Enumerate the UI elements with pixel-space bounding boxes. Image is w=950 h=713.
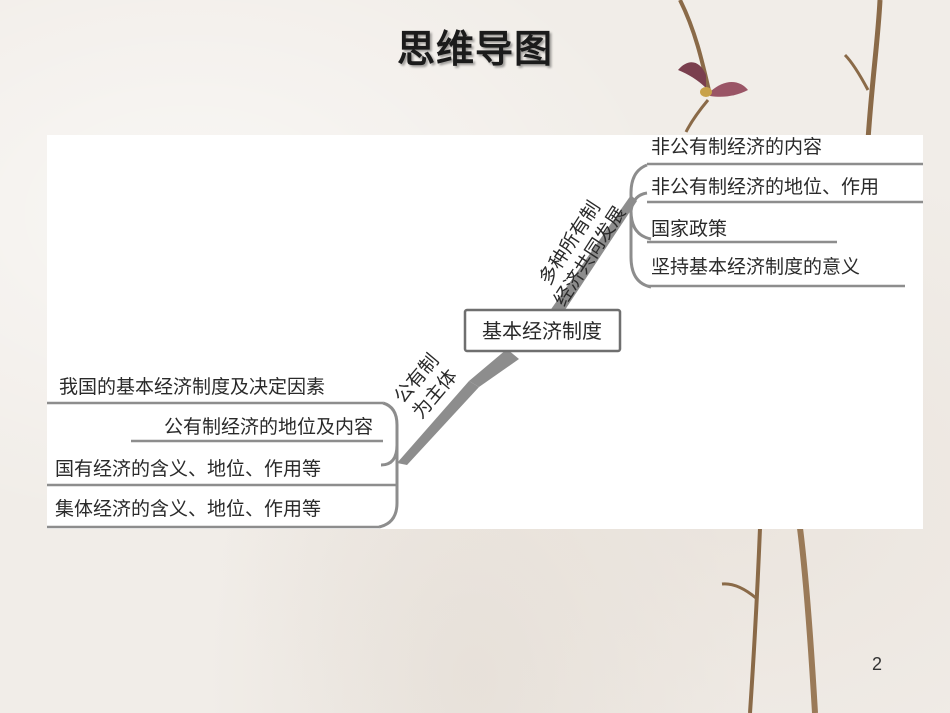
center-node-label: 基本经济制度 (482, 319, 602, 343)
slide-title: 思维导图 (396, 27, 553, 71)
left-item-3: 国有经济的含义、地位、作用等 (55, 458, 321, 480)
center-node-box (463, 308, 622, 353)
left-item-1: 我国的基本经济制度及决定因素 (59, 376, 325, 398)
right-branch-label: 多种所有制 经济共同发展 (535, 197, 631, 310)
left-item-2: 公有制经济的地位及内容 (164, 416, 373, 438)
mindmap-panel: 基本经济制度 多种所有制 经济共同发展 公有制 为主体 非公有制经济的内容 非公… (47, 135, 923, 529)
connector-to-center (469, 349, 519, 387)
right-bracket (629, 163, 652, 289)
right-item-1: 非公有制经济的内容 (651, 136, 822, 158)
left-item-4: 集体经济的含义、地位、作用等 (55, 498, 321, 520)
connector-right-branch (547, 195, 637, 319)
decorative-branch-bottom-icon (721, 528, 818, 713)
connector-left-branch (397, 381, 479, 465)
right-item-3: 国家政策 (651, 218, 727, 240)
page-number: 2 (872, 654, 883, 674)
left-bracket (378, 401, 399, 529)
right-item-2: 非公有制经济的地位、作用 (651, 176, 879, 198)
mindmap-diagram: 基本经济制度 多种所有制 经济共同发展 公有制 为主体 非公有制经济的内容 非公… (47, 136, 923, 529)
right-item-4: 坚持基本经济制度的意义 (651, 256, 860, 278)
decorative-branch-top-icon (678, 0, 883, 141)
